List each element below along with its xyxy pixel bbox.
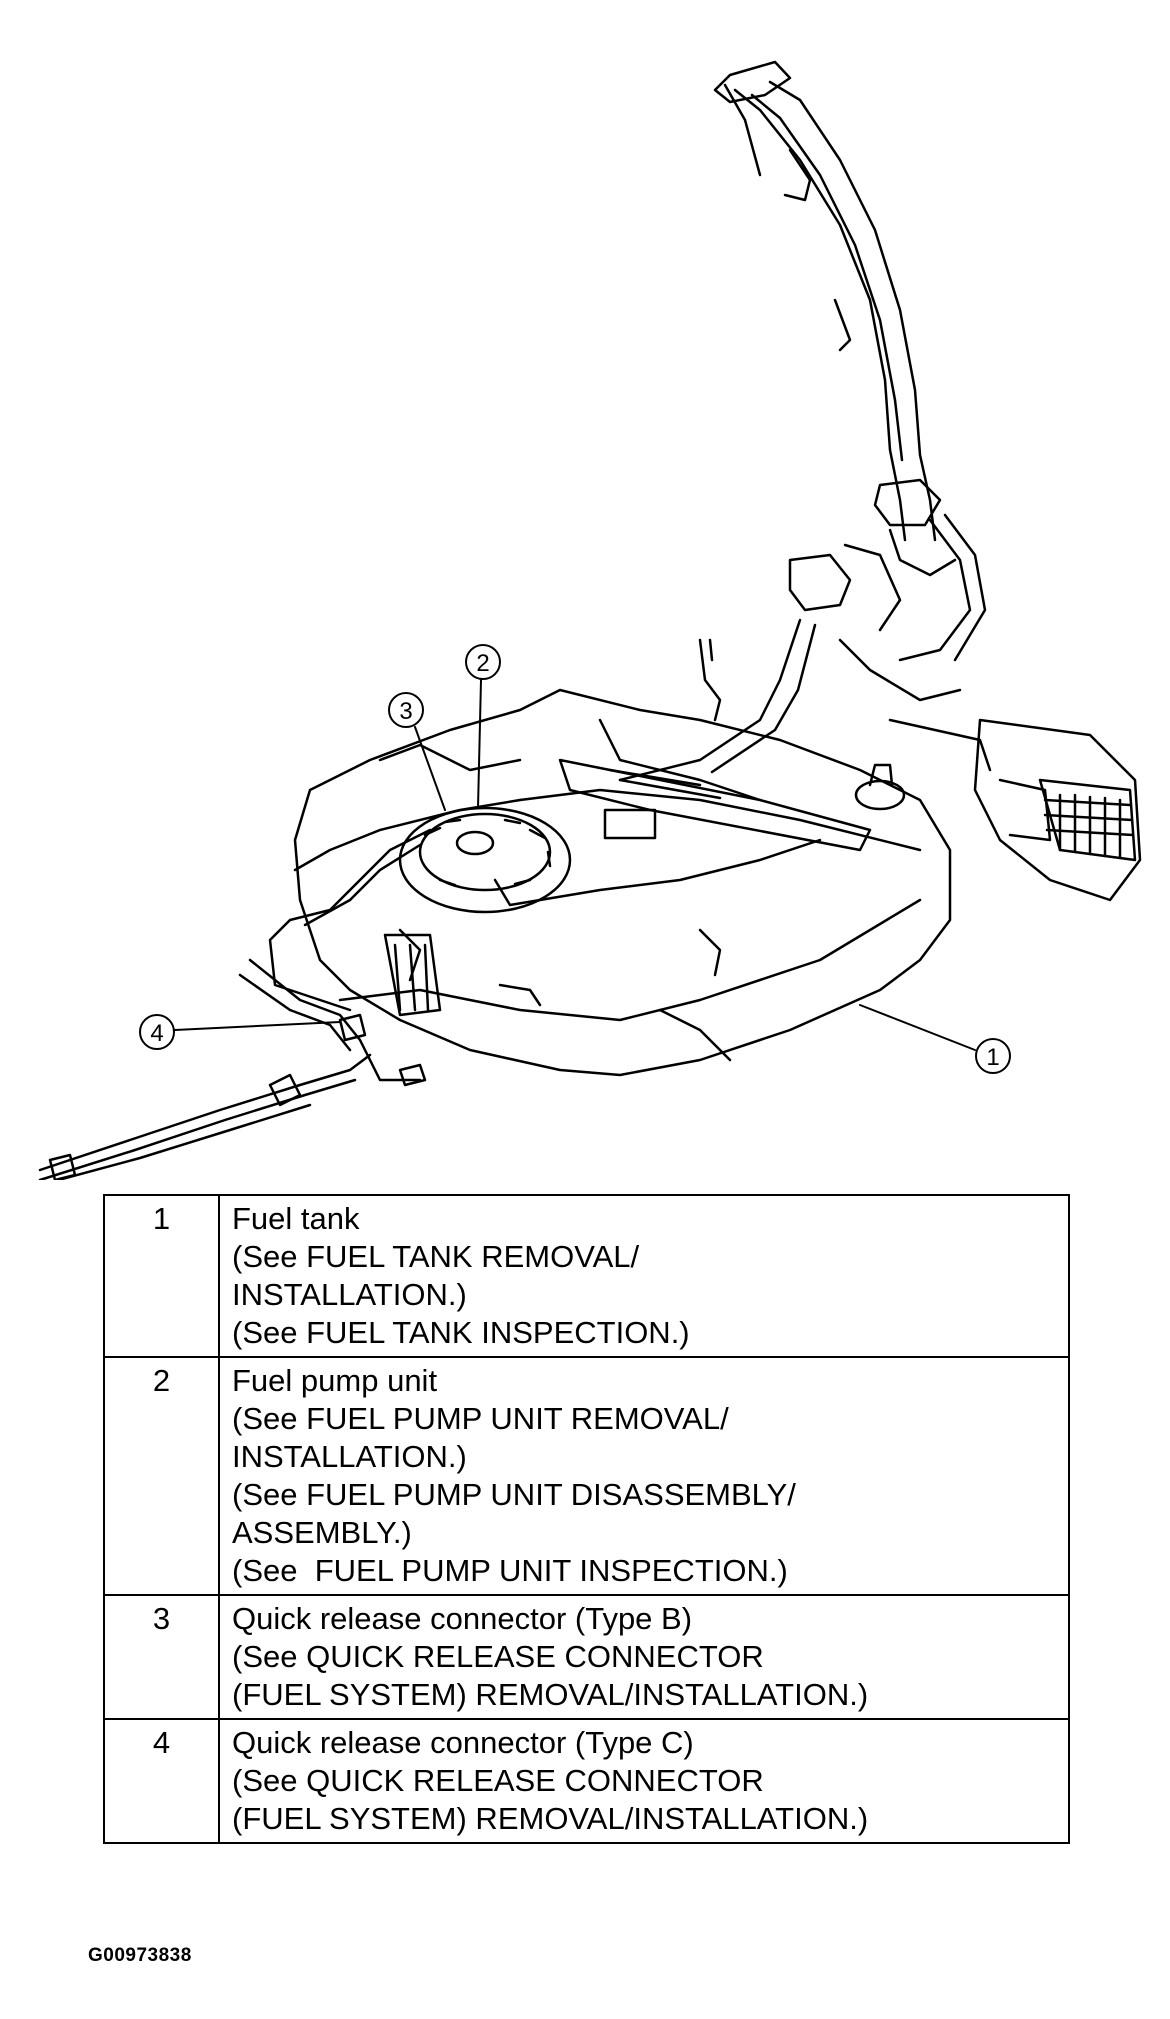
callout-3-number: 3 xyxy=(399,698,412,725)
quick-release-connector-c xyxy=(338,1013,367,1042)
legend-description-line: INSTALLATION.) xyxy=(232,1277,467,1312)
legend-description-line: (See QUICK RELEASE CONNECTOR xyxy=(232,1639,764,1674)
callout-3: 3 xyxy=(388,692,446,811)
legend-description-line: (See FUEL PUMP UNIT INSPECTION.) xyxy=(232,1553,788,1588)
callout-4-number: 4 xyxy=(150,1020,163,1047)
tank-bracket-left xyxy=(383,933,442,1017)
legend-description-line: Fuel tank xyxy=(232,1201,360,1236)
filler-neck-pipe xyxy=(713,60,957,632)
legend-description-line: (See QUICK RELEASE CONNECTOR xyxy=(232,1763,764,1798)
legend-item-number: 4 xyxy=(103,1718,220,1844)
callout-2: 2 xyxy=(465,644,501,809)
legend-item-description: Quick release connector (Type C)(See QUI… xyxy=(218,1718,1070,1844)
legend-description-line: (See FUEL TANK INSPECTION.) xyxy=(232,1315,690,1350)
fuel-system-illustration: 1 2 3 4 xyxy=(38,60,1142,1180)
legend-description-line: (See FUEL TANK REMOVAL/ xyxy=(232,1239,640,1274)
legend-description-line: Quick release connector (Type C) xyxy=(232,1725,694,1760)
legend-description-line: Fuel pump unit xyxy=(232,1363,438,1398)
fuel-supply-lines xyxy=(38,828,822,1180)
figure-id: G00973838 xyxy=(88,1945,192,1966)
legend-description-line: (FUEL SYSTEM) REMOVAL/INSTALLATION.) xyxy=(232,1801,869,1836)
fuel-pump-unit xyxy=(398,806,572,914)
callout-4: 4 xyxy=(139,1014,341,1050)
legend-description-line: INSTALLATION.) xyxy=(232,1439,467,1474)
vapor-lines xyxy=(618,513,987,782)
legend-description-line: (See FUEL PUMP UNIT DISASSEMBLY/ xyxy=(232,1477,796,1512)
legend-description-line: ASSEMBLY.) xyxy=(232,1515,412,1550)
legend-item-number: 2 xyxy=(103,1356,220,1596)
legend-description-line: (See FUEL PUMP UNIT REMOVAL/ xyxy=(232,1401,729,1436)
tank-heat-shield xyxy=(558,758,872,852)
legend-item-number: 1 xyxy=(103,1194,220,1358)
legend-item-description: Fuel pump unit(See FUEL PUMP UNIT REMOVA… xyxy=(218,1356,1070,1596)
charcoal-canister xyxy=(888,718,1142,902)
legend-description-line: (FUEL SYSTEM) REMOVAL/INSTALLATION.) xyxy=(232,1677,869,1712)
callout-1: 1 xyxy=(859,1004,1011,1074)
mount-stud xyxy=(698,638,722,722)
callout-1-number: 1 xyxy=(986,1044,999,1071)
legend-item-description: Fuel tank(See FUEL TANK REMOVAL/INSTALLA… xyxy=(218,1194,1070,1358)
legend-description-line: Quick release connector (Type B) xyxy=(232,1601,693,1636)
callout-2-number: 2 xyxy=(476,650,489,677)
legend-item-number: 3 xyxy=(103,1594,220,1720)
fuel-tank-body xyxy=(293,688,952,1077)
legend-item-description: Quick release connector (Type B)(See QUI… xyxy=(218,1594,1070,1720)
tank-vent-port xyxy=(854,763,906,811)
